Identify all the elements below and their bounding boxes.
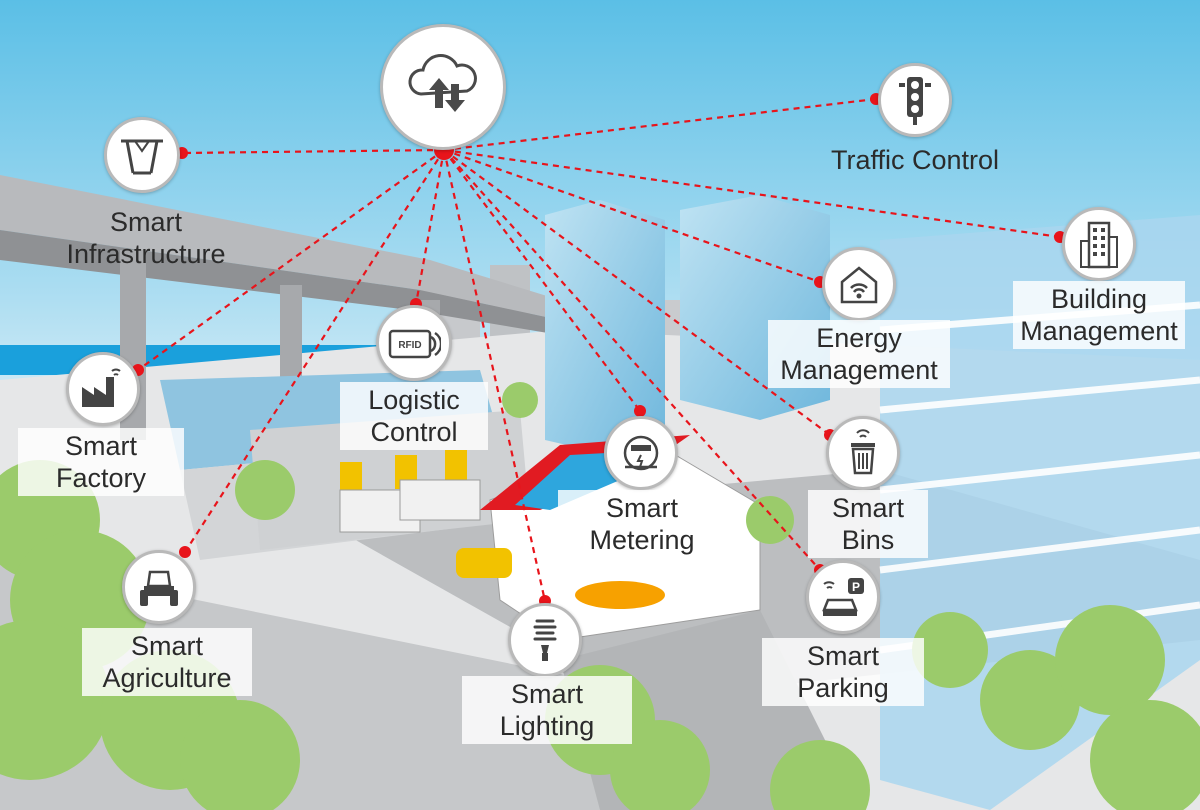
label-line: Infrastructure	[66, 239, 226, 269]
label-line: Parking	[797, 673, 889, 703]
label-line: Control	[370, 417, 458, 447]
label-building-management: Building Management	[1013, 281, 1185, 349]
smart-home-icon	[822, 247, 896, 321]
label-line: Building	[1050, 284, 1148, 314]
meter-icon	[604, 416, 678, 490]
connection-lines	[137, 97, 1061, 602]
label-line: Smart	[605, 493, 678, 523]
label-line: Factory	[55, 463, 147, 493]
infrastructure-icon	[104, 117, 180, 193]
tractor-icon	[122, 550, 196, 624]
lightbulb-icon	[508, 603, 582, 677]
label-smart-metering: Smart Metering	[558, 490, 726, 558]
rfid-icon: RFID	[376, 305, 452, 381]
parking-car-icon: P	[806, 560, 880, 634]
traffic-light-icon	[878, 63, 952, 137]
label-line: Agriculture	[102, 663, 232, 693]
label-smart-infrastructure: Smart Infrastructure	[40, 204, 252, 272]
label-line: Traffic Control	[830, 145, 1000, 175]
label-line: Lighting	[499, 711, 595, 741]
rfid-icon-text: RFID	[398, 340, 421, 351]
label-line: Management	[1020, 316, 1178, 346]
label-line: Smart	[109, 207, 182, 237]
cloud-sync-icon	[380, 24, 506, 150]
label-line: Smart	[806, 641, 879, 671]
label-line: Metering	[589, 525, 695, 555]
label-energy-management: Energy Management	[768, 320, 950, 388]
label-line: Energy	[816, 323, 902, 353]
building-icon	[1062, 207, 1136, 281]
label-line: Bins	[841, 525, 895, 555]
label-smart-factory: Smart Factory	[18, 428, 184, 496]
label-logistic-control: Logistic Control	[340, 382, 488, 450]
factory-icon	[66, 352, 140, 426]
label-line: Management	[780, 355, 938, 385]
label-line: Smart	[831, 493, 904, 523]
label-smart-bins: Smart Bins	[808, 490, 928, 558]
label-line: Smart	[64, 431, 137, 461]
label-line: Logistic	[368, 385, 460, 415]
parking-sign-text: P	[852, 580, 860, 594]
label-smart-lighting: Smart Lighting	[462, 676, 632, 744]
label-smart-parking: Smart Parking	[762, 638, 924, 706]
label-line: Smart	[510, 679, 583, 709]
label-smart-agriculture: Smart Agriculture	[82, 628, 252, 696]
label-traffic-control: Traffic Control	[800, 142, 1030, 178]
label-line: Smart	[130, 631, 203, 661]
trash-bin-icon	[826, 416, 900, 490]
